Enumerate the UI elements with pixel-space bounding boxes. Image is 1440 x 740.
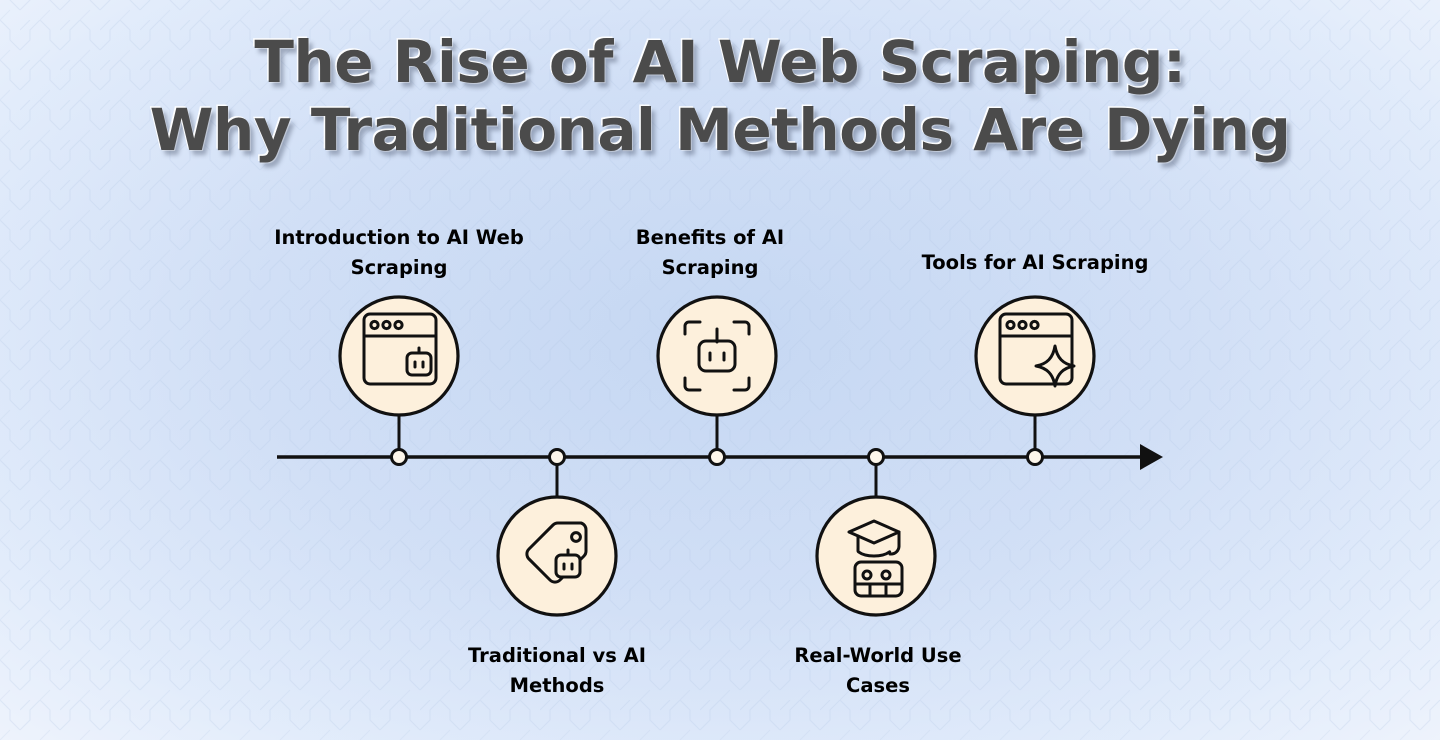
graduation-cap-robot-icon <box>847 519 904 598</box>
timeline-arrow-icon <box>1140 444 1163 470</box>
timeline-node-4 <box>867 448 885 466</box>
timeline-nodes <box>390 448 1044 466</box>
icon-badge-step-5[interactable] <box>974 295 1096 417</box>
icon-badge-step-3[interactable] <box>656 295 778 417</box>
icon-badge-step-4[interactable] <box>815 495 937 617</box>
browser-window-sparkle-icon <box>998 312 1076 388</box>
browser-window-robot-icon <box>362 312 438 386</box>
timeline-node-5 <box>1026 448 1044 466</box>
price-tag-robot-icon <box>525 521 588 584</box>
timeline-node-1 <box>390 448 408 466</box>
timeline-node-2 <box>548 448 566 466</box>
step-label-2: Traditional vs AI Methods <box>468 644 646 697</box>
icon-badge-step-1[interactable] <box>338 295 460 417</box>
robot-scan-frame-icon <box>683 320 751 392</box>
icon-badge-step-2[interactable] <box>496 495 618 617</box>
timeline-node-3 <box>708 448 726 466</box>
step-label-3: Benefits of AI Scraping <box>635 226 785 279</box>
step-label-4: Real-World Use Cases <box>794 644 962 697</box>
step-label-5: Tools for AI Scraping <box>921 251 1149 274</box>
step-label-1: Introduction to AI Web Scraping <box>274 226 524 279</box>
icon-circle-step-3 <box>656 295 778 417</box>
